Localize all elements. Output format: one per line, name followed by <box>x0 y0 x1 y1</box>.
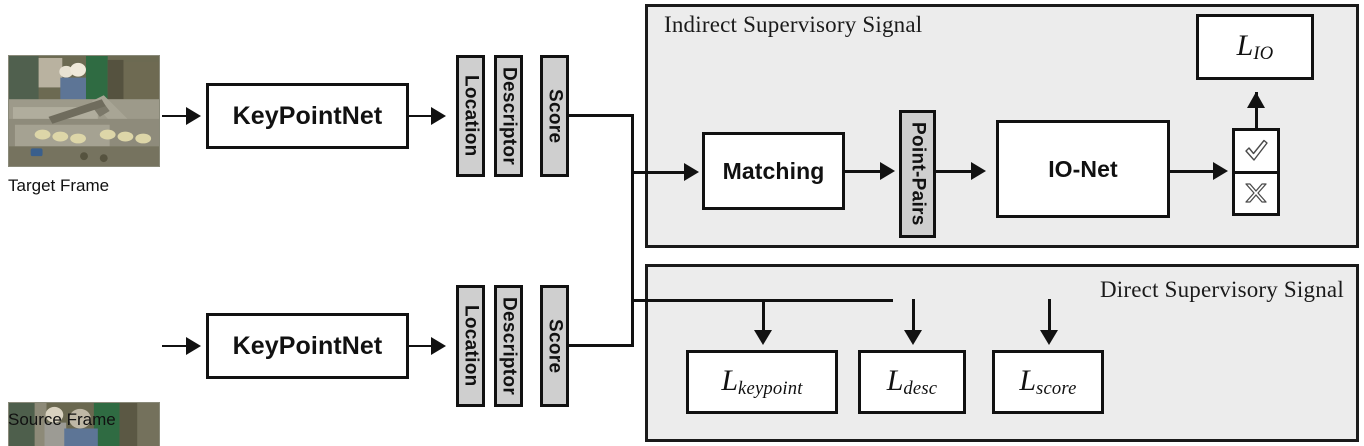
target-frame-thumbnail <box>8 55 160 167</box>
indirect-panel-title: Indirect Supervisory Signal <box>664 12 923 37</box>
source-score-box: Score <box>540 285 569 407</box>
source-location-label: Location <box>460 305 482 387</box>
source-photo-to-net-line <box>162 345 186 347</box>
l-score-label: Lscore <box>1019 363 1077 399</box>
target-net-to-outputs-arrow <box>431 107 446 125</box>
ionet-to-classification-arrow <box>1213 162 1228 180</box>
bus-to-matching-arrow <box>684 163 699 181</box>
l-desc-label: Ldesc <box>886 363 938 399</box>
target-score-label: Score <box>544 88 566 144</box>
l-desc-box: Ldesc <box>858 350 966 414</box>
source-score-label: Score <box>544 318 566 374</box>
point-pairs-label: Point-Pairs <box>907 122 929 226</box>
classification-stack <box>1232 128 1280 216</box>
rail-to-ldesc-line <box>912 299 915 337</box>
target-location-box: Location <box>456 55 485 177</box>
keypointnet-source-box[interactable]: KeyPointNet <box>206 313 409 379</box>
pointpairs-to-ionet-line <box>936 170 974 173</box>
source-score-out-line <box>569 344 634 347</box>
l-keypoint-box: Lkeypoint <box>686 350 838 414</box>
rail-to-ldesc-arrow <box>904 330 922 345</box>
l-io-box: LIO <box>1196 14 1314 80</box>
ionet-to-classification-line <box>1170 170 1216 173</box>
target-location-label: Location <box>460 75 482 157</box>
matching-to-pointpairs-line <box>845 170 883 173</box>
target-score-out-line <box>569 114 634 117</box>
target-photo-to-net-arrow <box>186 107 201 125</box>
target-score-box: Score <box>540 55 569 177</box>
rail-to-lkeypoint-line <box>762 299 765 337</box>
cross-mark-icon <box>1235 174 1277 214</box>
matching-to-pointpairs-arrow <box>880 162 895 180</box>
source-descriptor-box: Descriptor <box>494 285 523 407</box>
direct-panel-title: Direct Supervisory Signal <box>1100 277 1344 302</box>
classification-to-lio-line <box>1255 92 1258 130</box>
check-mark-icon <box>1235 131 1277 174</box>
matching-box[interactable]: Matching <box>702 132 845 210</box>
rail-to-lscore-line <box>1048 299 1051 337</box>
source-frame-caption: Source Frame <box>8 410 116 429</box>
rail-to-lkeypoint-arrow <box>754 330 772 345</box>
l-score-box: Lscore <box>992 350 1104 414</box>
classification-to-lio-arrow <box>1247 92 1265 108</box>
pointpairs-to-ionet-arrow <box>971 162 986 180</box>
rail-to-lscore-arrow <box>1040 330 1058 345</box>
source-net-to-outputs-arrow <box>431 337 446 355</box>
target-net-to-outputs-line <box>409 115 431 117</box>
source-net-to-outputs-line <box>409 345 431 347</box>
keypointnet-target-box[interactable]: KeyPointNet <box>206 83 409 149</box>
point-pairs-box: Point-Pairs <box>899 110 936 238</box>
source-frame-thumbnail <box>8 402 160 446</box>
bus-to-matching-line <box>631 171 687 174</box>
target-photo-to-net-line <box>162 115 186 117</box>
l-keypoint-label: Lkeypoint <box>721 363 803 399</box>
target-descriptor-box: Descriptor <box>494 55 523 177</box>
score-merge-bus <box>631 114 634 347</box>
source-descriptor-label: Descriptor <box>498 296 520 396</box>
io-net-box[interactable]: IO-Net <box>996 120 1170 218</box>
source-location-box: Location <box>456 285 485 407</box>
l-io-label: LIO <box>1236 28 1274 64</box>
target-descriptor-label: Descriptor <box>498 66 520 166</box>
source-photo-to-net-arrow <box>186 337 201 355</box>
target-frame-caption: Target Frame <box>8 176 110 195</box>
